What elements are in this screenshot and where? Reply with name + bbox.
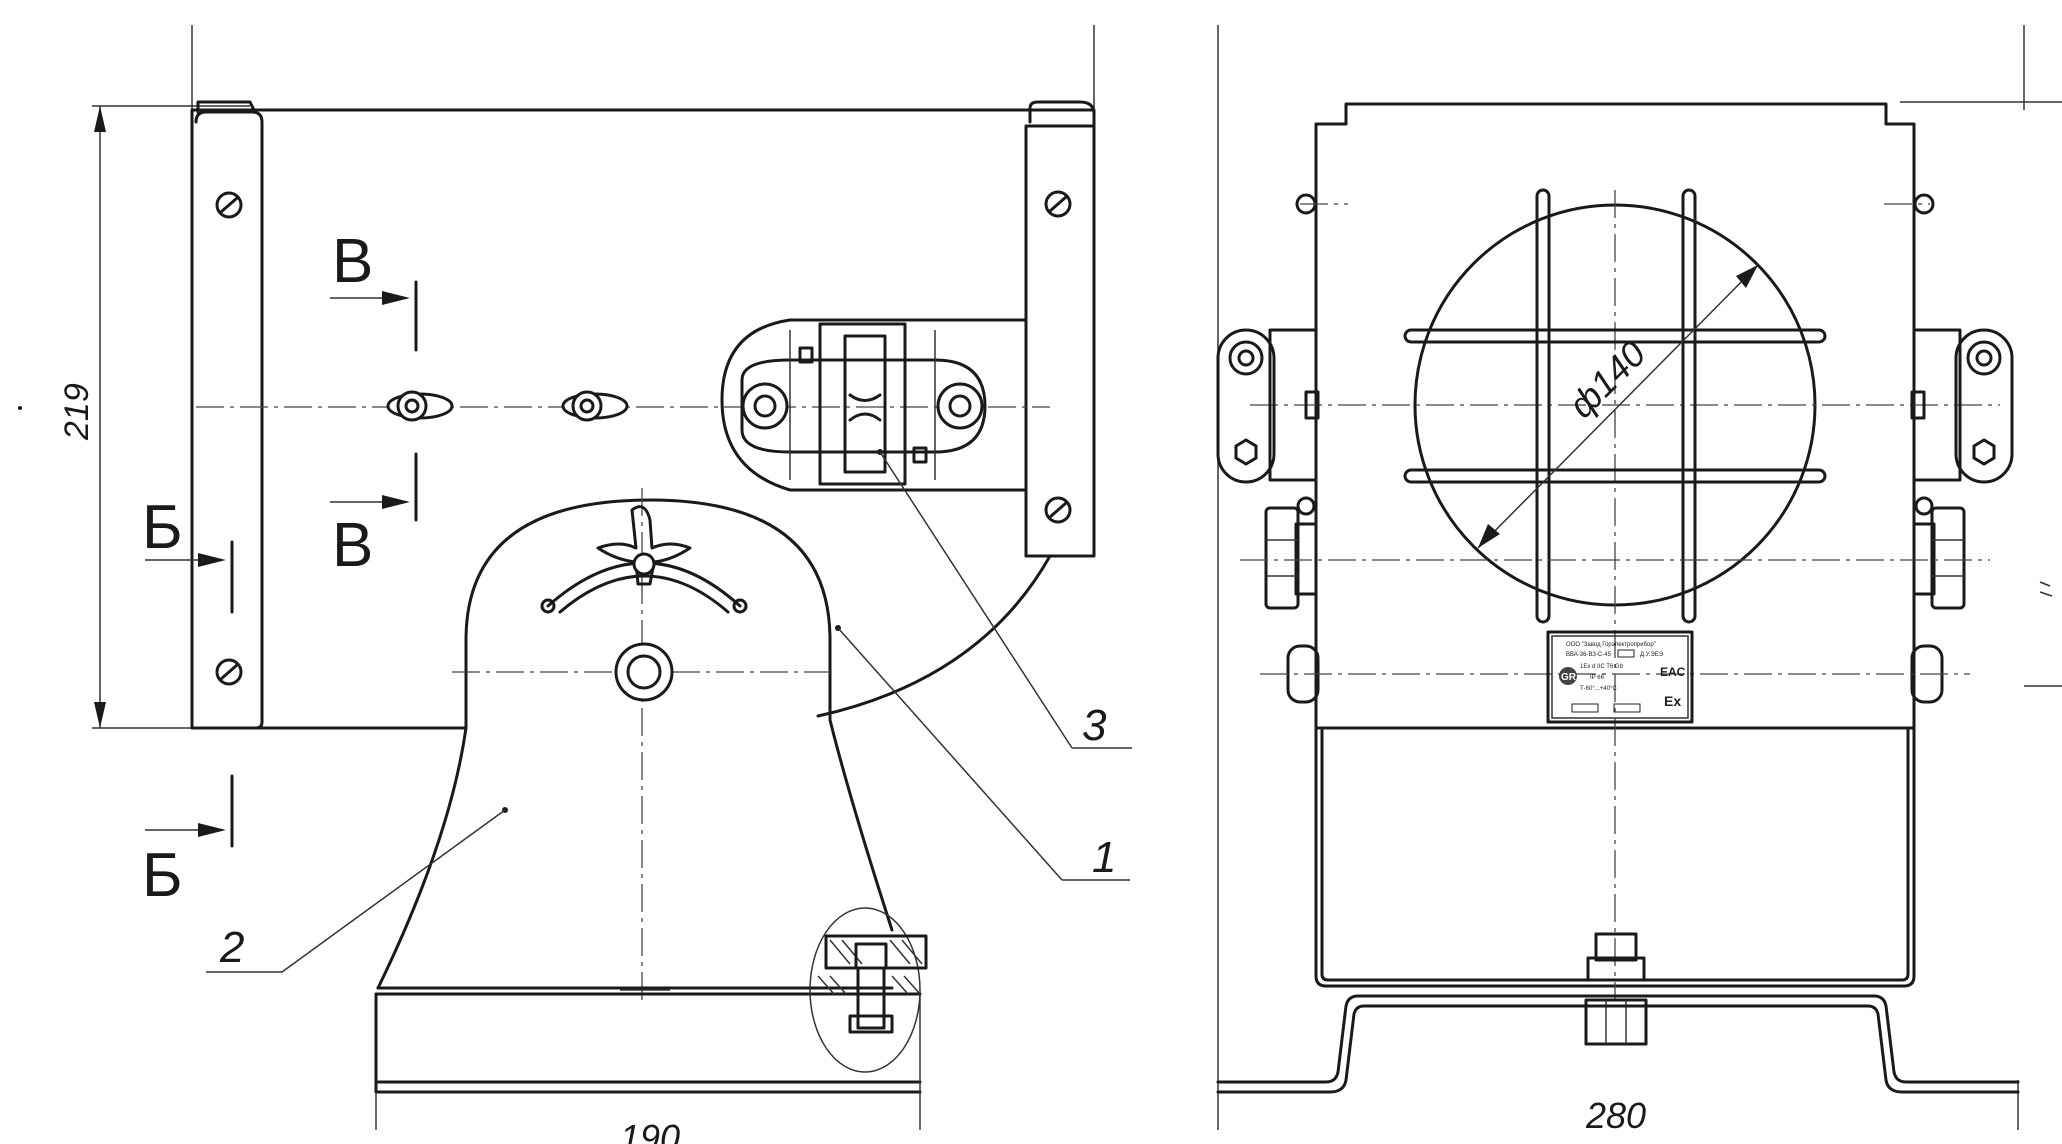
nameplate-line4: 1Ex d IIC T6 Gb: [1580, 664, 1624, 670]
side-knobs: [1240, 496, 1990, 704]
nameplate-logo: GR: [1561, 672, 1577, 683]
nameplate-line2: ВВА-36-ВЗ-С-45: [1566, 652, 1612, 658]
section-label-v-bottom: В: [332, 511, 373, 580]
left-bracket: [194, 110, 264, 730]
nameplate-line3: Д.У.ЭЕЭ: [1640, 652, 1664, 658]
callout-3-label: 3: [1082, 701, 1107, 750]
protective-grid: [1403, 188, 1827, 624]
diameter-dimension: ф140: [1477, 264, 1759, 549]
dimension-width-right-label: 280: [1585, 1095, 1646, 1136]
nameplate-mark-ex: Ex: [1664, 693, 1681, 709]
callout-2-label: 2: [219, 923, 244, 972]
section-mark-b-top: Б: [142, 493, 234, 614]
section-label-b-bottom: Б: [142, 841, 183, 910]
callout-3: 3: [877, 449, 1132, 750]
right-view: ф140: [1216, 25, 2062, 1136]
section-mark-b-bottom: Б: [142, 774, 234, 910]
bracket-screws: [215, 190, 1072, 686]
section-label-b-top: Б: [142, 493, 183, 562]
wing-nut-1: [386, 390, 454, 422]
dimension-height: 219: [58, 106, 106, 728]
dimension-width-left-label: 190: [620, 1117, 680, 1144]
left-lug: [1216, 328, 1320, 484]
nameplate-line1: ООО "Завод Горэлектроприбор": [1566, 642, 1656, 648]
right-bracket: [1024, 100, 1096, 558]
section-mark-v-top: В: [330, 227, 418, 352]
nameplate-mark-eac: EAC: [1660, 665, 1686, 679]
stand: [376, 488, 894, 1000]
section-label-v-top: В: [332, 227, 373, 296]
wing-nut-2: [561, 390, 629, 422]
base-bracket: [1216, 994, 2020, 1084]
nameplate-line5: IP 66: [1590, 675, 1605, 681]
section-mark-v-bottom: В: [330, 452, 418, 580]
base-plate: [374, 907, 928, 1130]
cable-gland: [720, 318, 1028, 492]
callout-2: 2: [206, 807, 508, 973]
callout-1-label: 1: [1092, 833, 1116, 882]
callout-1: 1: [835, 625, 1130, 882]
bottom-cable-entry: [1584, 932, 1648, 1046]
nameplate-line6: Т-60°...+40°С: [1580, 686, 1617, 692]
diameter-label: ф140: [1561, 333, 1654, 426]
dimension-height-label: 219: [58, 383, 96, 441]
right-lug: [1910, 328, 2014, 484]
nameplate: ООО "Завод Горэлектроприбор" ВВА-36-ВЗ-С…: [1546, 630, 1694, 724]
left-view: 219: [18, 25, 1132, 1144]
